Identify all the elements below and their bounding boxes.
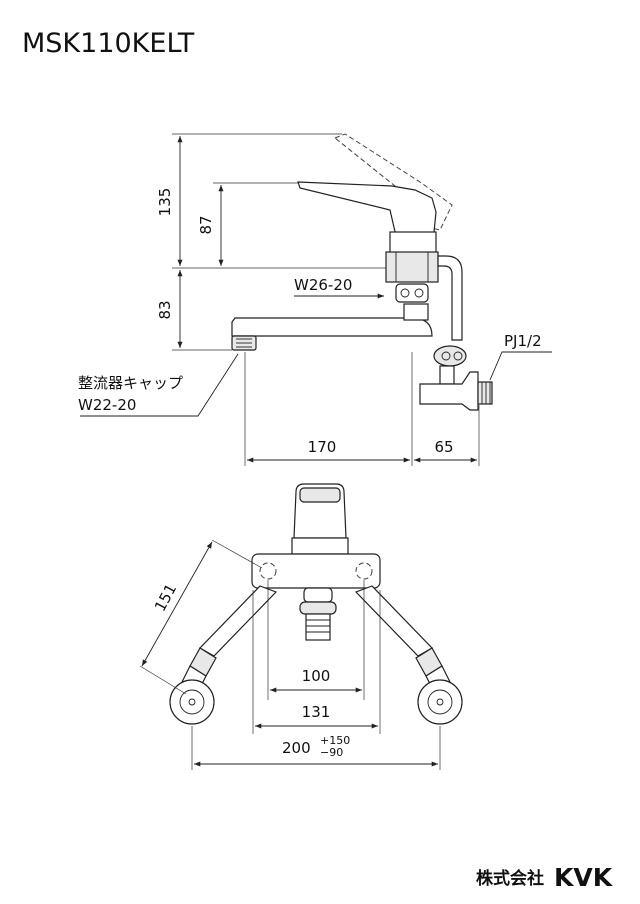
dim-170: 170 bbox=[308, 438, 337, 456]
pipe-thread bbox=[477, 381, 493, 405]
brand-name: KVK bbox=[554, 863, 614, 892]
tolerance-minus: −90 bbox=[320, 746, 343, 759]
dim-135: 135 bbox=[156, 188, 174, 217]
dim-83: 83 bbox=[156, 300, 174, 319]
cartridge-body bbox=[389, 231, 437, 255]
aerator-top bbox=[299, 601, 337, 615]
right-wall-flange bbox=[417, 679, 463, 725]
brand-japanese: 株式会社 bbox=[476, 868, 544, 889]
left-arm bbox=[199, 585, 278, 657]
dim-100: 100 bbox=[302, 667, 331, 685]
side-view: 135 87 83 170 65 bbox=[78, 133, 552, 466]
body-bar bbox=[251, 553, 381, 589]
dim-200: 200 bbox=[282, 739, 311, 757]
dim-131: 131 bbox=[302, 703, 331, 721]
brand-logo: 株式会社 KVK bbox=[476, 863, 614, 892]
left-wall-flange bbox=[169, 679, 215, 725]
connection-nut bbox=[395, 283, 429, 303]
supply-pipe bbox=[437, 255, 463, 341]
label-pj12: PJ1/2 bbox=[504, 332, 542, 350]
tolerance-plus: +150 bbox=[320, 734, 350, 747]
model-title: MSK110KELT bbox=[22, 28, 195, 59]
dim-87: 87 bbox=[197, 215, 215, 234]
label-aerator-name: 整流器キャップ bbox=[78, 374, 183, 392]
label-w26-20: W26-20 bbox=[294, 276, 352, 294]
lever-handle bbox=[297, 181, 437, 237]
label-aerator-size: W22-20 bbox=[78, 396, 136, 414]
lever-raised-outline bbox=[334, 133, 453, 231]
wall-fitting bbox=[419, 371, 479, 411]
spout bbox=[231, 317, 433, 337]
dim-151: 151 bbox=[151, 581, 180, 615]
body-collar bbox=[385, 251, 439, 283]
top-view: 151 100 131 200 +150 −90 bbox=[139, 483, 463, 770]
dim-65: 65 bbox=[434, 438, 453, 456]
right-arm bbox=[354, 585, 433, 657]
